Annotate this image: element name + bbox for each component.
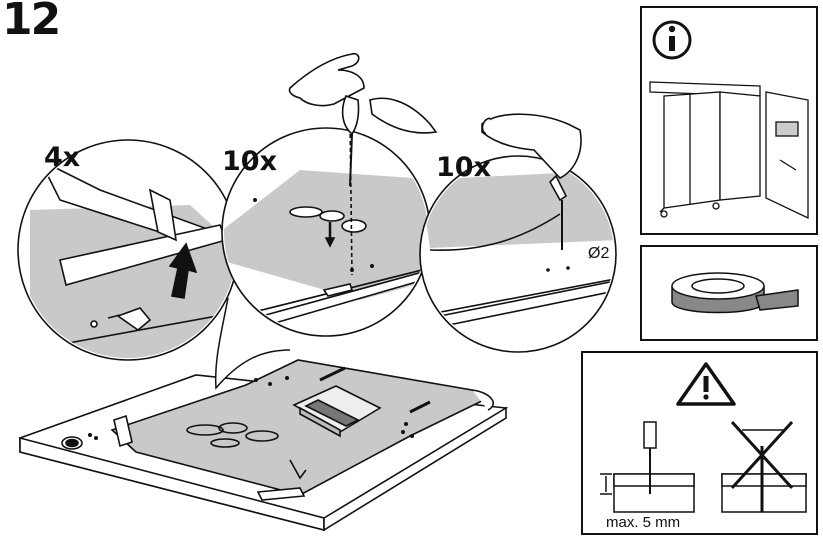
detail-count-3: 10x — [436, 152, 491, 183]
drill-illustration — [481, 113, 582, 202]
cross-out-icon — [730, 420, 794, 490]
drill-diameter-label: Ø2 — [588, 245, 610, 262]
detail-circle-hardware — [221, 127, 431, 337]
hand-screwdriver-illustration — [288, 52, 438, 187]
callout-pointer — [214, 297, 291, 390]
info-panel — [640, 6, 818, 235]
detail-circle-drill — [419, 155, 617, 353]
warning-panel-illustration — [581, 351, 818, 535]
max-depth-label: max. 5 mm — [606, 514, 681, 531]
tape-roll-icon — [671, 272, 799, 314]
warning-icon — [676, 362, 736, 406]
tape-panel — [640, 245, 818, 341]
step-number: 12 — [2, 0, 61, 45]
board-illustration — [19, 359, 509, 532]
detail-count-2: 10x — [222, 146, 277, 177]
detail-circle-tape — [17, 139, 239, 361]
detail-count-1: 4x — [44, 142, 81, 173]
